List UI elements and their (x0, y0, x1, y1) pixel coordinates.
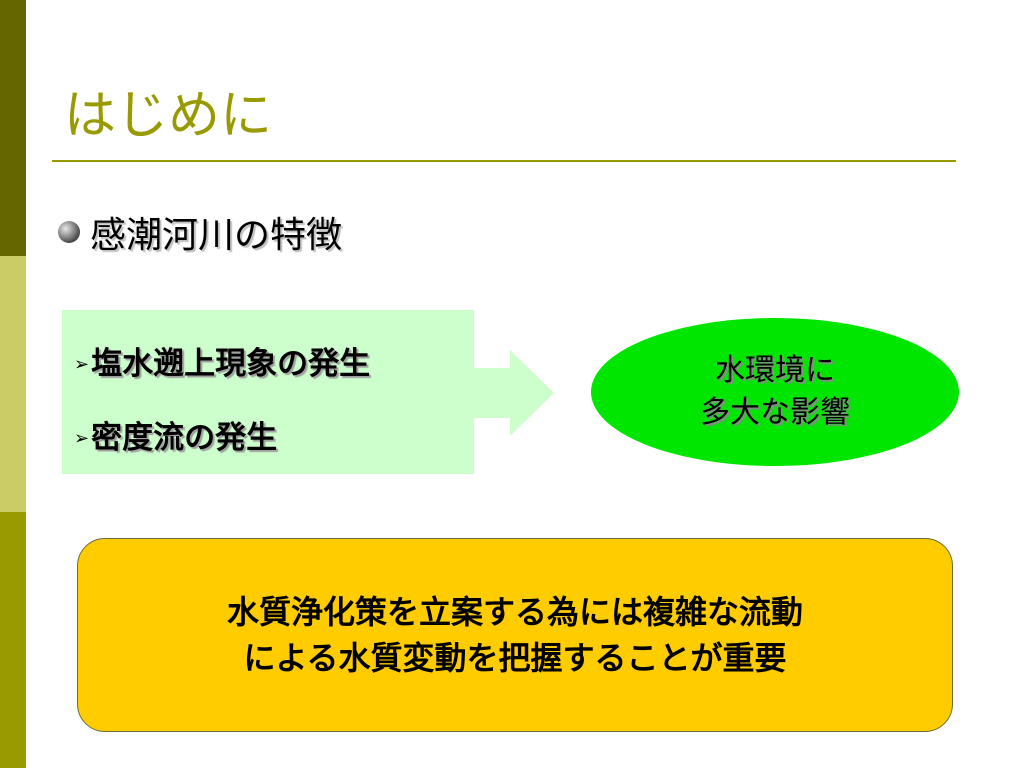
feature-item: ➢ 塩水遡上現象の発生 (74, 338, 370, 383)
impact-line-1: 水環境に (715, 353, 835, 388)
sidebar-segment-middle (0, 256, 26, 512)
conclusion-box: 水質浄化策を立案する為には複雑な流動 による水質変動を把握することが重要 (77, 538, 953, 732)
arrowhead-bullet-icon: ➢ (74, 428, 90, 449)
slide-title: はじめに (64, 86, 273, 146)
right-arrow-icon (474, 350, 554, 436)
conclusion-line-2: による水質変動を把握することが重要 (243, 639, 787, 677)
title-divider (52, 160, 956, 162)
features-box: ➢ 塩水遡上現象の発生 ➢ 密度流の発生 (62, 310, 474, 474)
conclusion-line-1: 水質浄化策を立案する為には複雑な流動 (226, 593, 803, 631)
impact-line-2: 多大な影響 (700, 395, 850, 430)
sphere-bullet-icon (58, 221, 80, 243)
sidebar-decoration (0, 0, 26, 768)
feature-item-text: 密度流の発生 (91, 420, 278, 456)
sidebar-segment-top (0, 0, 26, 256)
sidebar-segment-bottom (0, 512, 26, 768)
main-bullet-text: 感潮河川の特徴 (90, 215, 343, 256)
arrowhead-bullet-icon: ➢ (74, 354, 90, 375)
feature-item-text: 塩水遡上現象の発生 (91, 346, 371, 382)
main-bullet: 感潮河川の特徴 (58, 204, 342, 260)
feature-item: ➢ 密度流の発生 (74, 412, 277, 457)
impact-ellipse: 水環境に 多大な影響 (591, 318, 959, 466)
